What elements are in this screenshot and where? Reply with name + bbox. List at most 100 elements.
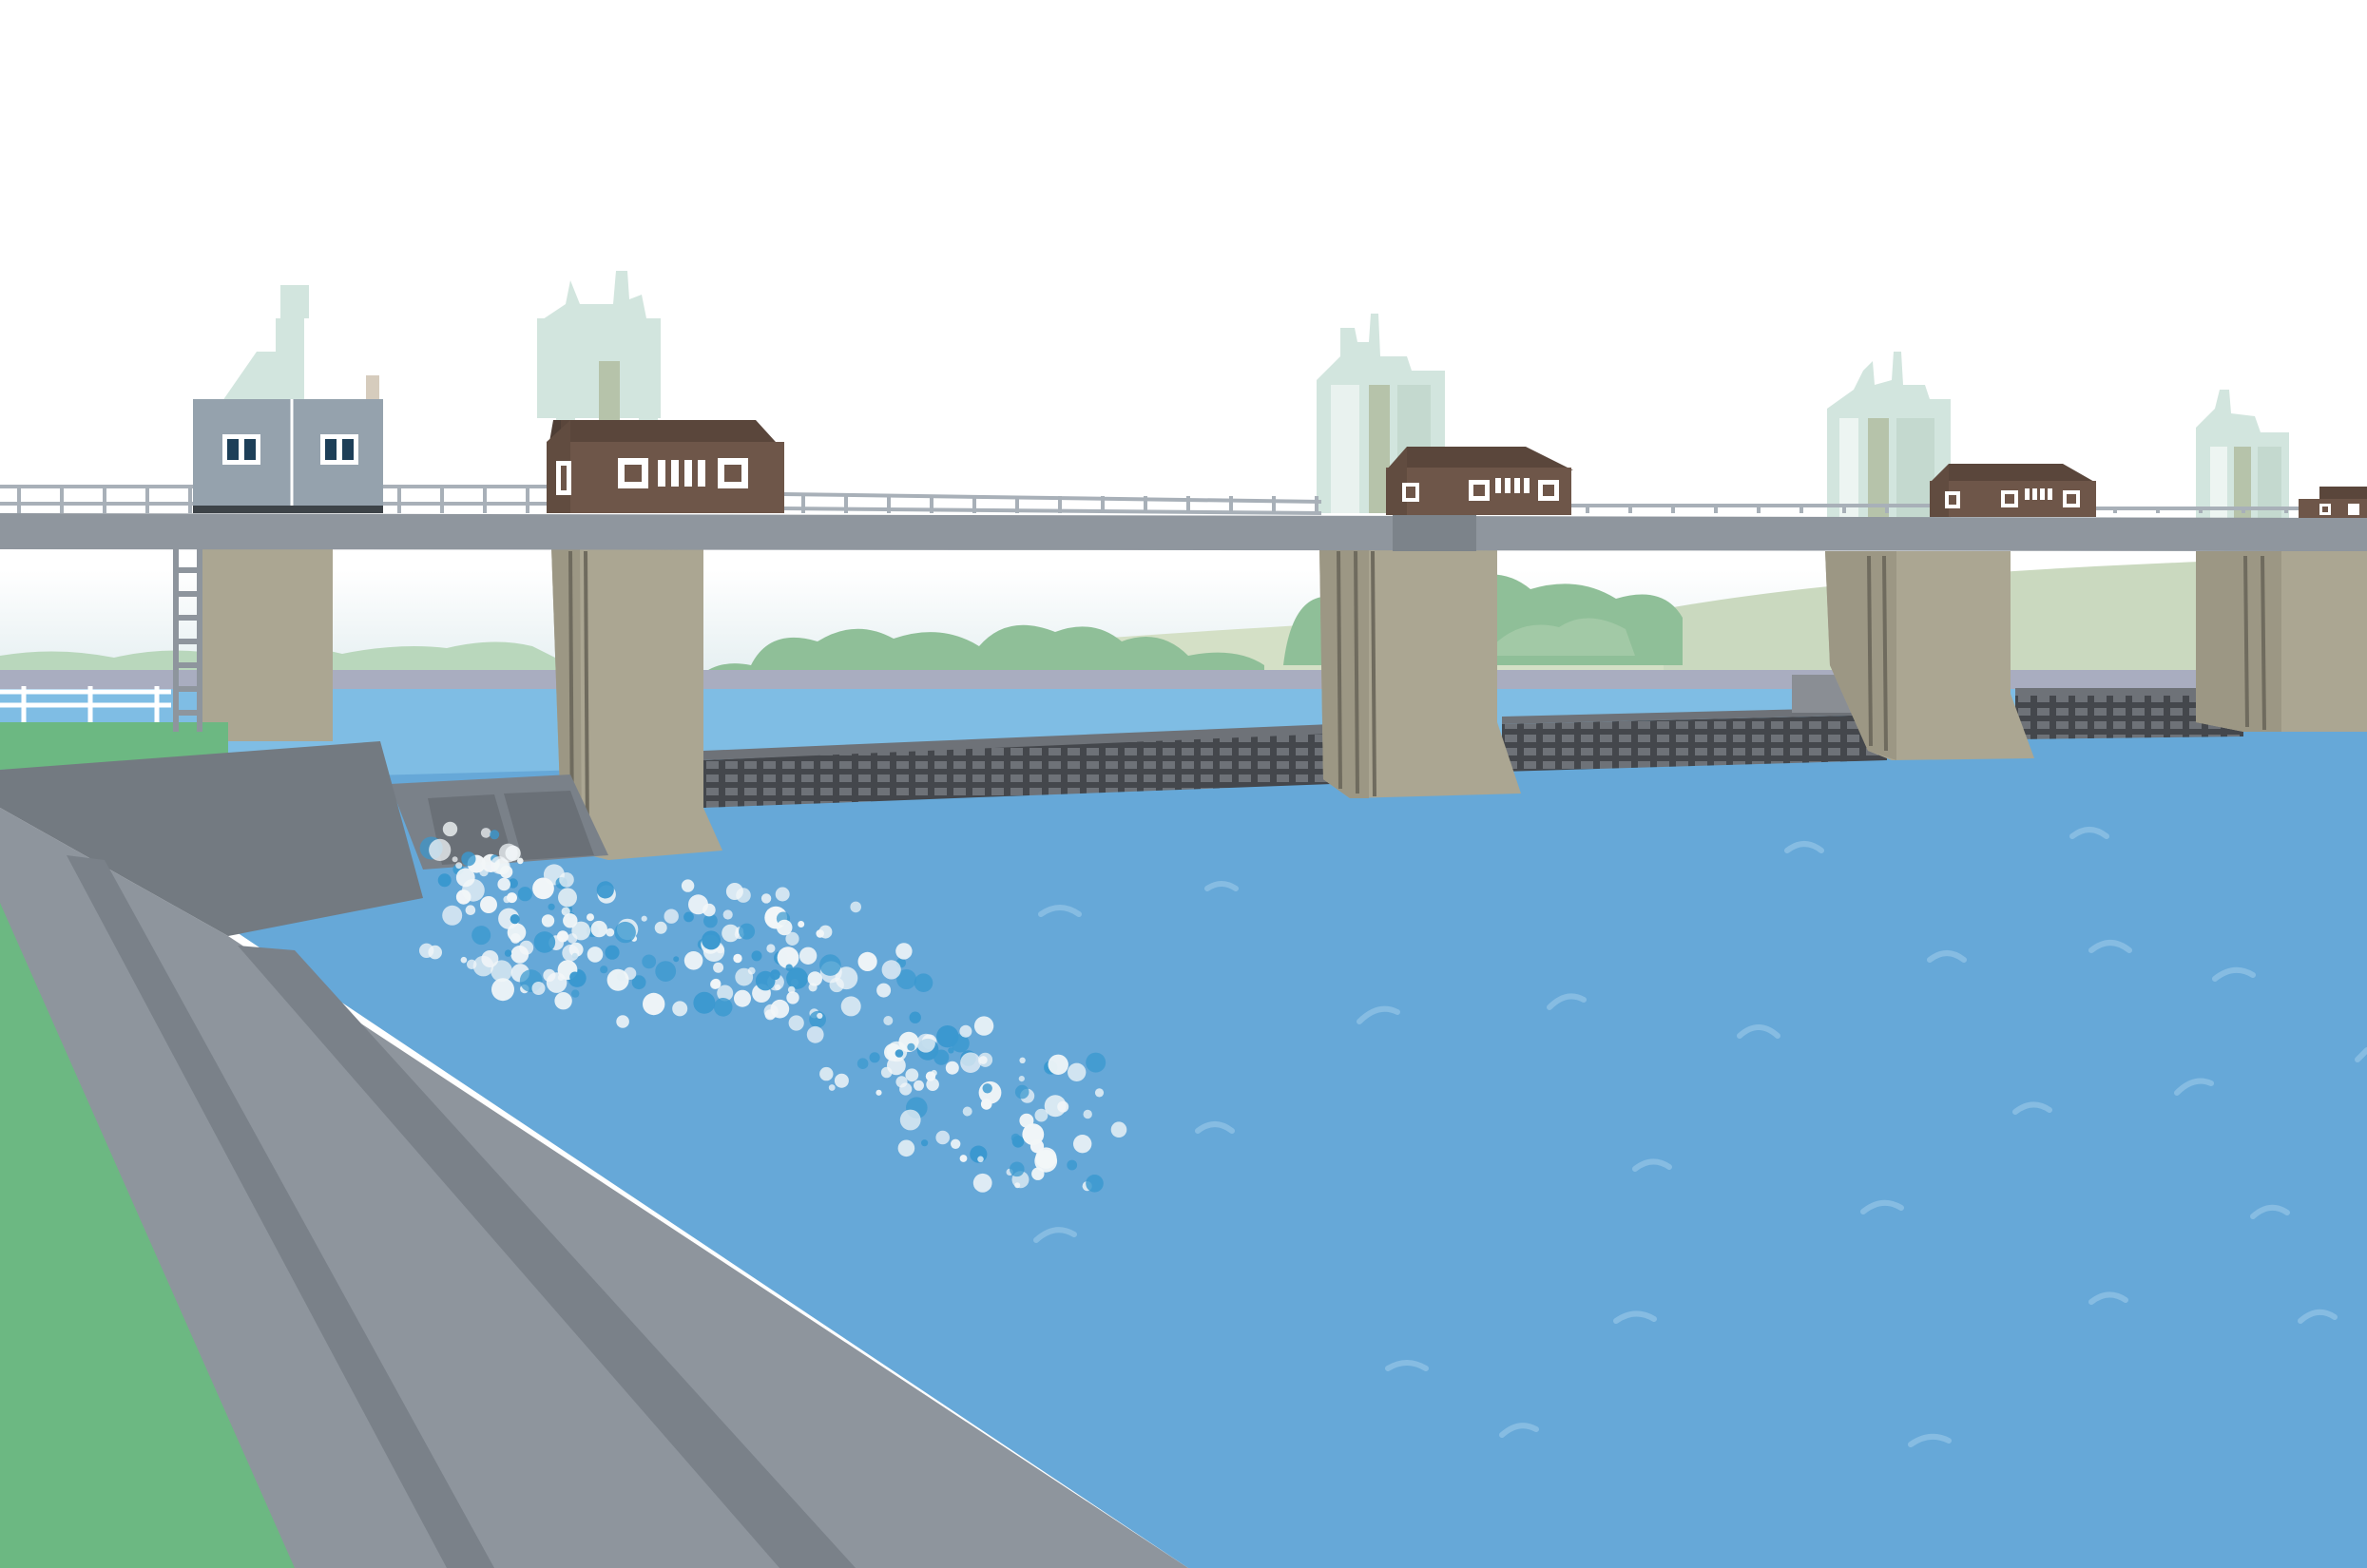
spray-droplet — [982, 1083, 992, 1094]
spray-droplet — [467, 959, 477, 969]
ladder — [173, 549, 202, 732]
spray-droplet — [569, 971, 581, 983]
weir-gate-2-top — [1502, 707, 1887, 724]
spray-droplet — [722, 924, 740, 943]
spray-droplet — [798, 921, 805, 927]
spray-droplet — [504, 949, 512, 957]
spray-droplet — [809, 1010, 826, 1028]
spray-droplet — [777, 947, 799, 969]
spray-droplet — [497, 877, 510, 891]
pier-1 — [202, 546, 333, 741]
spray-droplet — [558, 888, 577, 908]
spray-droplet — [681, 879, 695, 892]
spray-droplet — [1010, 1161, 1025, 1177]
river — [228, 722, 2367, 1568]
spray-droplet — [664, 908, 679, 924]
spray-droplet — [972, 1173, 992, 1193]
spray-droplet — [587, 947, 604, 963]
spray-droplet — [559, 872, 574, 888]
spray-droplet — [914, 1080, 924, 1091]
spray-droplet — [763, 1004, 779, 1019]
spray-droplet — [914, 973, 933, 992]
spray-droplet — [760, 893, 772, 904]
spray-droplet — [519, 940, 534, 955]
spray-droplet — [491, 960, 512, 983]
spray-droplet — [734, 989, 751, 1007]
spray-droplet — [606, 968, 629, 991]
embankment-wall — [0, 741, 423, 936]
weir-gate-2 — [1502, 715, 1887, 772]
pier-4 — [1825, 551, 2034, 760]
sluice-opening-2 — [504, 791, 594, 860]
weir-gate-1-top — [703, 724, 1331, 760]
spray-droplet — [471, 926, 491, 946]
spray-droplet — [571, 921, 591, 941]
gate-house-4 — [2299, 487, 2367, 518]
spray-droplet — [498, 843, 518, 863]
spray-droplet — [672, 1001, 688, 1017]
spray-droplet — [641, 915, 647, 922]
river-waves — [1033, 827, 2367, 1447]
spray-droplet — [895, 943, 913, 960]
spray-droplet — [909, 1011, 921, 1023]
gate-house-3 — [1930, 464, 2096, 517]
weir-gate-1 — [703, 732, 1331, 808]
spray-droplet — [532, 877, 554, 900]
spray-droplet — [786, 967, 808, 989]
gate-tower-4 — [1827, 352, 1951, 518]
spray-droplet — [452, 856, 458, 863]
spray-droplet — [531, 982, 546, 995]
spray-droplet — [973, 1016, 994, 1036]
spray-droplet — [461, 851, 476, 867]
spray-droplet — [935, 1130, 950, 1145]
spray-droplet — [517, 887, 532, 902]
spray-droplet — [907, 1042, 915, 1051]
spray-droplet — [1068, 1062, 1087, 1082]
control-house — [193, 375, 383, 513]
spray-droplet — [428, 945, 443, 960]
spray-droplet — [429, 838, 452, 862]
spray-droplet — [834, 1073, 849, 1088]
gate-house-2 — [1386, 447, 1573, 515]
spray-droplet — [1030, 1139, 1045, 1154]
spray-droplet — [643, 992, 665, 1016]
spray-droplet — [533, 931, 556, 953]
spray-droplet — [616, 1015, 629, 1028]
spray-droplet — [926, 1078, 939, 1091]
spray-droplet — [959, 1024, 972, 1038]
spray-droplet — [510, 933, 521, 944]
spray-droplet — [775, 984, 781, 990]
spray-droplet — [703, 913, 718, 928]
pier-3 — [1319, 546, 1521, 798]
spray-droplet — [921, 1139, 929, 1147]
spray-droplet — [655, 961, 677, 982]
spray-droplet — [785, 964, 793, 971]
spray-droplet — [905, 1068, 919, 1082]
spray-droplet — [554, 992, 572, 1010]
spray-droplet — [806, 1025, 824, 1043]
pier-5 — [2196, 551, 2367, 732]
spray-droplet — [977, 1156, 984, 1163]
spray-droplet — [787, 985, 796, 994]
spray-droplet — [736, 888, 751, 903]
spray-droplet — [857, 951, 877, 972]
weir-gate-3 — [2015, 694, 2243, 739]
spray-droplet — [883, 1016, 894, 1025]
spray-droplet — [818, 925, 833, 939]
spray-droplet — [508, 878, 518, 889]
spray-droplet — [688, 894, 708, 915]
spray-droplet — [455, 868, 475, 888]
spray-droplet — [642, 954, 657, 969]
spray-droplet — [980, 1099, 992, 1110]
embankment-stripe-2 — [238, 946, 856, 1568]
spray-droplet — [455, 889, 471, 905]
spray-droplet — [948, 1047, 954, 1054]
spray-droplet — [1083, 1109, 1092, 1119]
spray-droplet — [817, 1012, 823, 1019]
spray-droplet — [605, 945, 620, 960]
spray-droplet — [896, 969, 917, 989]
spray-droplet — [600, 966, 608, 974]
spray-droplet — [788, 1015, 804, 1031]
spray-droplet — [442, 905, 463, 926]
spray-droplet — [710, 978, 722, 989]
